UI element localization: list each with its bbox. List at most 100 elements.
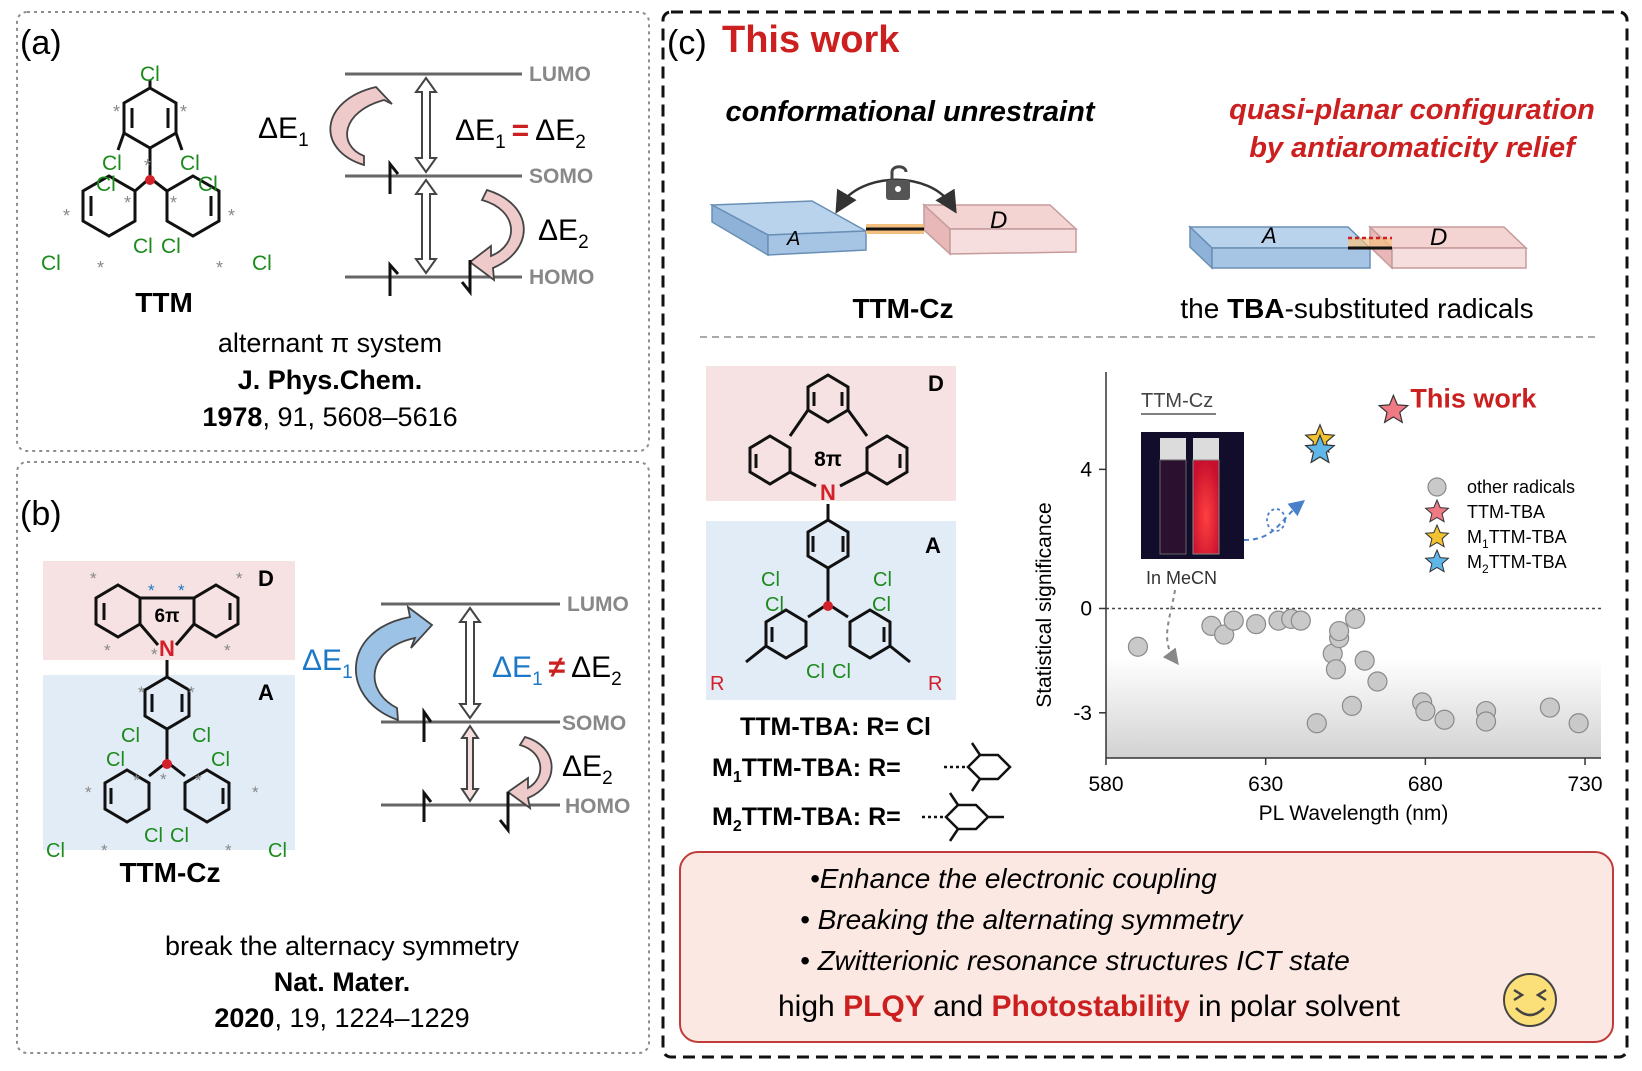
de2-label-b: ΔE2 xyxy=(562,750,613,789)
donor-box-c xyxy=(706,366,956,501)
tba-structure xyxy=(745,373,911,664)
svg-text:*: * xyxy=(133,771,140,790)
legend-marker xyxy=(1424,523,1450,548)
svg-text:Cl: Cl xyxy=(102,152,122,175)
tba-r-labels: R R xyxy=(710,673,942,695)
svg-text:*: * xyxy=(252,783,259,802)
svg-text:*: * xyxy=(104,641,111,660)
svg-text:LUMO: LUMO xyxy=(529,63,591,86)
block-a-right: A xyxy=(1260,223,1277,248)
x-axis-label: PL Wavelength (nm) xyxy=(1259,802,1449,825)
photo-arrow-loop xyxy=(1266,508,1286,532)
svg-text:HOMO: HOMO xyxy=(529,266,594,289)
svg-text:Cl: Cl xyxy=(806,661,825,683)
svg-text:*: * xyxy=(180,102,187,122)
caption-a: alternant π system xyxy=(218,328,442,358)
citation-b: 2020, 19, 1224–1229 xyxy=(214,1003,469,1033)
svg-text:Cl: Cl xyxy=(161,235,181,258)
left-heading: conformational unrestraint xyxy=(726,96,1096,128)
data-point-other-radical xyxy=(1214,624,1235,645)
svg-text:Cl: Cl xyxy=(140,63,160,86)
svg-text:R: R xyxy=(710,673,724,695)
svg-text:*: * xyxy=(124,193,131,213)
data-point-other-radical xyxy=(1434,709,1455,730)
panel-b-label: (b) xyxy=(20,495,62,533)
panel-c-frame xyxy=(661,10,1629,1059)
acceptor-box-c xyxy=(706,521,956,700)
levels-b: LUMO SOMO HOMO xyxy=(562,593,630,818)
right-heading-line2: by antiaromaticity relief xyxy=(1249,132,1578,164)
svg-text:Cl: Cl xyxy=(96,173,116,196)
citation-a: 1978, 91, 5608–5616 xyxy=(202,402,457,432)
data-point-other-radical xyxy=(1329,620,1350,642)
variant-m2: M2TTM-TBA: R= xyxy=(712,803,901,835)
svg-text:*: * xyxy=(113,102,120,122)
nitrogen-b: N xyxy=(159,636,175,661)
block-d-left: D xyxy=(990,207,1007,234)
vial-photo xyxy=(1141,432,1244,559)
summary-line: high PLQY and Photostability in polar so… xyxy=(778,990,1401,1023)
data-point-other-radical xyxy=(1223,610,1244,631)
lock-icon xyxy=(886,165,910,200)
journal-b: Nat. Mater. xyxy=(274,967,411,997)
radical-dot-b xyxy=(162,759,172,769)
bullet-1: •Enhance the electronic coupling xyxy=(810,863,1217,894)
photo-bottom-label: In MeCN xyxy=(1146,568,1217,588)
svg-text:Cl: Cl xyxy=(180,152,200,175)
legend-label: M1TTM-TBA xyxy=(1467,527,1567,551)
y-tick-label: -3 xyxy=(1073,702,1092,725)
caption-b: break the alternacy symmetry xyxy=(165,931,520,961)
svg-text:HOMO: HOMO xyxy=(565,795,630,818)
svg-text:*: * xyxy=(148,581,155,600)
levels-a: LUMO SOMO HOMO xyxy=(529,63,594,289)
data-point-other-radical xyxy=(1354,650,1375,671)
bullet-2: • Breaking the alternating symmetry xyxy=(800,904,1244,935)
photo-top-label: TTM-Cz xyxy=(1141,390,1213,412)
emoji-icon xyxy=(1503,973,1557,1027)
panel-c-label: (c) xyxy=(667,24,707,62)
data-point-other-radical xyxy=(1475,711,1497,732)
data-point-other-radical xyxy=(1127,636,1149,657)
de2-label-a: ΔE2 xyxy=(538,214,589,253)
mesityl-substituent-m1 xyxy=(944,742,1012,792)
x-tick-label: 680 xyxy=(1408,773,1443,796)
equality-a: ΔE1=ΔE2 xyxy=(455,114,586,153)
svg-text:*: * xyxy=(188,683,195,702)
svg-text:R: R xyxy=(928,673,942,695)
x-tick-label: 630 xyxy=(1248,773,1283,796)
ttm-name: TTM xyxy=(135,287,193,318)
svg-text:Cl: Cl xyxy=(198,173,218,196)
legend-label: TTM-TBA xyxy=(1467,502,1545,522)
y-axis-label: Statistical significance xyxy=(1033,502,1056,707)
ttm-structure xyxy=(81,80,221,238)
energy-diagram-a xyxy=(329,72,525,297)
journal-a: J. Phys.Chem. xyxy=(238,365,423,395)
ttm-cz-name: TTM-Cz xyxy=(119,857,220,888)
svg-text:Cl: Cl xyxy=(832,661,851,683)
svg-text:Cl: Cl xyxy=(106,749,125,771)
photo-to-points-arrow xyxy=(1162,589,1179,666)
svg-text:SOMO: SOMO xyxy=(529,165,593,188)
radical-dot-c xyxy=(823,601,833,611)
right-caption: the TBA-substituted radicals xyxy=(1180,293,1533,324)
panel-b-frame xyxy=(16,461,650,1054)
data-point-other-radical xyxy=(1245,614,1267,635)
ttm-asterisks: ** * ** ** ** xyxy=(63,102,235,278)
data-point-other-radical xyxy=(1325,659,1347,680)
twisted-plates-illustration xyxy=(709,178,1078,257)
data-point-other-radical xyxy=(1568,713,1589,734)
data-point-other-radical xyxy=(1306,713,1327,734)
data-point-other-radical xyxy=(1344,608,1366,630)
svg-text:*: * xyxy=(151,645,158,664)
svg-text:*: * xyxy=(90,569,97,588)
svg-text:*: * xyxy=(97,258,104,278)
svg-text:*: * xyxy=(170,193,177,213)
planar-plates-illustration xyxy=(1188,225,1528,270)
legend-label: M2TTM-TBA xyxy=(1467,552,1567,576)
svg-text:*: * xyxy=(101,841,108,860)
energy-diagram-b xyxy=(355,602,560,835)
ttm-cl-labels: Cl Cl Cl Cl Cl Cl Cl Cl Cl xyxy=(41,63,272,275)
svg-text:Cl: Cl xyxy=(121,725,140,747)
